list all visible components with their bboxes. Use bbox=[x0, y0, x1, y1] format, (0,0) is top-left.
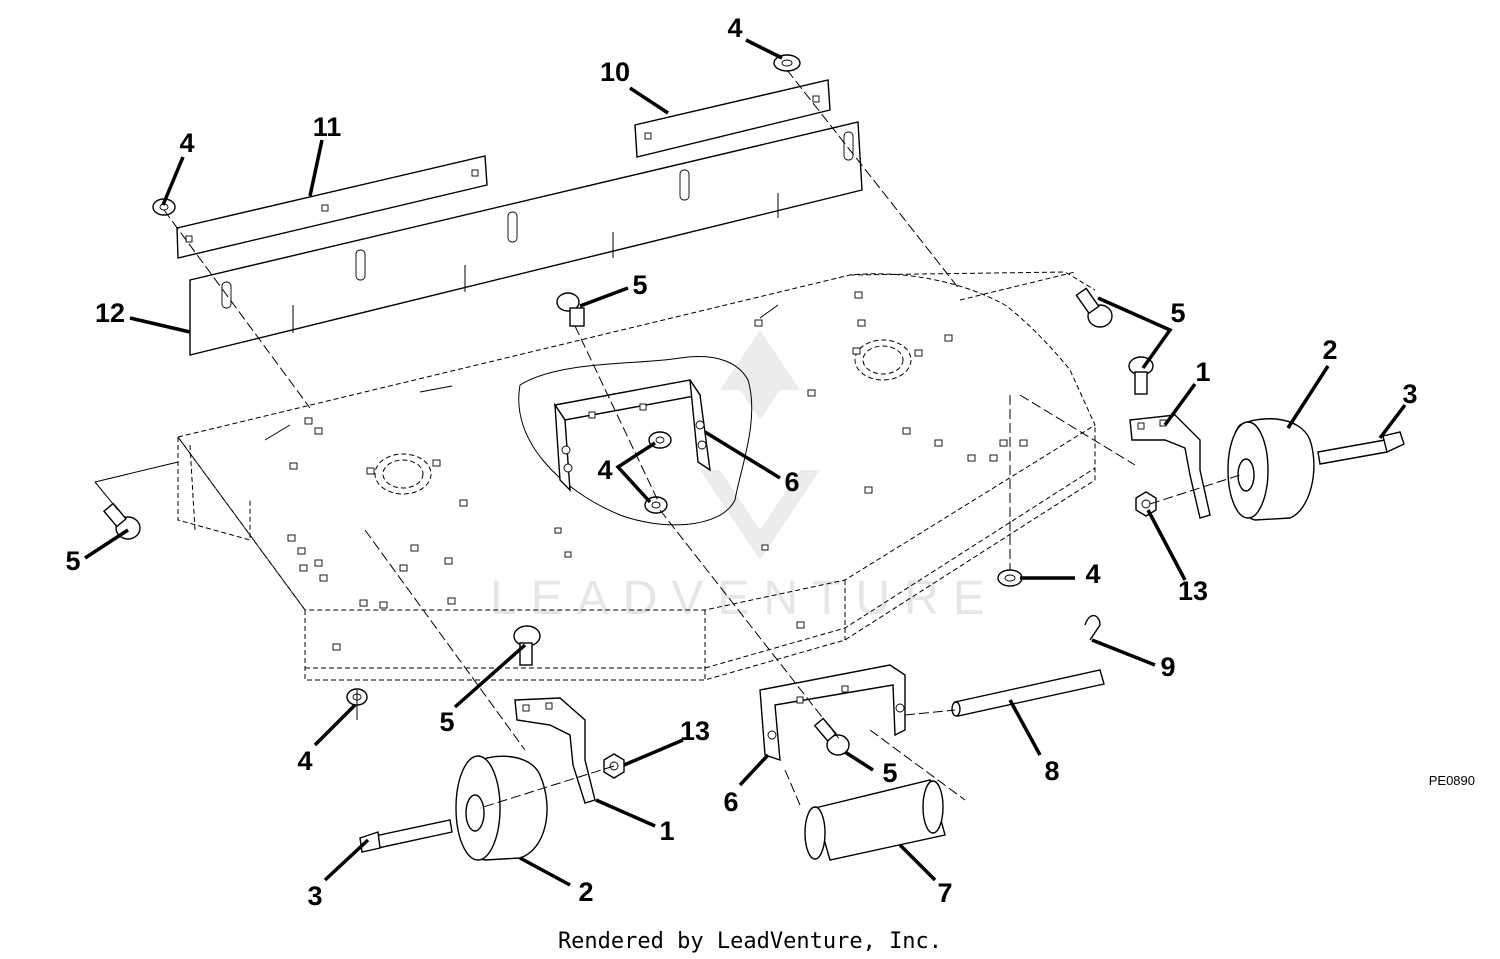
callout-2-right: 2 bbox=[1322, 335, 1337, 365]
wheel-bolt-3-right bbox=[1317, 431, 1405, 465]
anti-scalp-roller-7 bbox=[804, 779, 946, 861]
baffle-plate-12 bbox=[189, 121, 863, 356]
callout-6-bracket: 6 bbox=[723, 787, 738, 817]
callout-leaders bbox=[84, 38, 1407, 887]
gauge-wheel-2-left bbox=[455, 755, 548, 861]
mower-deck bbox=[177, 271, 1096, 681]
carriage-bolt-5-deck bbox=[556, 292, 585, 327]
roller-shaft-8 bbox=[951, 669, 1105, 717]
carriage-bolt-5-right-bracket bbox=[1128, 356, 1154, 395]
lock-nut-13-right bbox=[1135, 491, 1157, 517]
callout-1-right: 1 bbox=[1195, 357, 1210, 387]
callout-10: 10 bbox=[600, 57, 630, 87]
gauge-wheel-2-right bbox=[1227, 418, 1315, 521]
callout-7: 7 bbox=[937, 878, 952, 908]
wheel-bracket-1-left bbox=[514, 697, 596, 804]
flange-nut-4-right bbox=[997, 569, 1023, 587]
callout-6-inset: 6 bbox=[784, 467, 799, 497]
wheel-bolt-3-left bbox=[359, 819, 453, 853]
callout-2-left: 2 bbox=[578, 877, 593, 907]
roller-bracket-6 bbox=[759, 664, 906, 762]
watermark: LEADVENTURE bbox=[490, 330, 999, 625]
callout-9: 9 bbox=[1160, 652, 1175, 682]
rendered-by-credit: Rendered by LeadVenture, Inc. bbox=[558, 929, 942, 954]
callout-5-deck: 5 bbox=[632, 270, 647, 300]
hairpin-clip-9 bbox=[1084, 614, 1101, 641]
carriage-bolt-5-front bbox=[513, 625, 541, 666]
baffle-strip-10 bbox=[634, 79, 831, 158]
callout-4-right: 4 bbox=[1085, 559, 1100, 589]
callout-5-right: 5 bbox=[1170, 298, 1185, 328]
callout-4-top-left: 4 bbox=[179, 128, 194, 158]
callout-11: 11 bbox=[313, 112, 342, 142]
baffle-strip-11 bbox=[176, 155, 488, 259]
callout-1-left: 1 bbox=[659, 816, 674, 846]
callout-12: 12 bbox=[95, 298, 125, 328]
callout-5-left: 5 bbox=[65, 546, 80, 576]
cutaway-inset bbox=[518, 356, 753, 526]
callout-3-right: 3 bbox=[1402, 379, 1417, 409]
callout-8: 8 bbox=[1044, 756, 1059, 786]
callout-3-left: 3 bbox=[307, 881, 322, 911]
callout-5-front: 5 bbox=[439, 707, 454, 737]
carriage-bolt-5-right-deck bbox=[1075, 287, 1113, 328]
figure-code: PE0890 bbox=[1429, 773, 1475, 788]
deck-holes bbox=[287, 291, 1028, 651]
callout-4-top: 4 bbox=[727, 13, 742, 43]
assembly-lines bbox=[94, 69, 1241, 809]
callout-labels: 4 10 11 4 12 5 5 1 2 3 4 6 5 13 4 9 5 13… bbox=[65, 13, 1417, 911]
callout-13-right: 13 bbox=[1178, 576, 1208, 606]
callout-4-inset: 4 bbox=[597, 455, 612, 485]
watermark-text: LEADVENTURE bbox=[490, 572, 999, 625]
callout-4-left: 4 bbox=[297, 746, 312, 776]
callout-5-roller: 5 bbox=[882, 758, 897, 788]
callout-13-left: 13 bbox=[680, 716, 710, 746]
carriage-bolt-5-roller bbox=[813, 717, 850, 756]
